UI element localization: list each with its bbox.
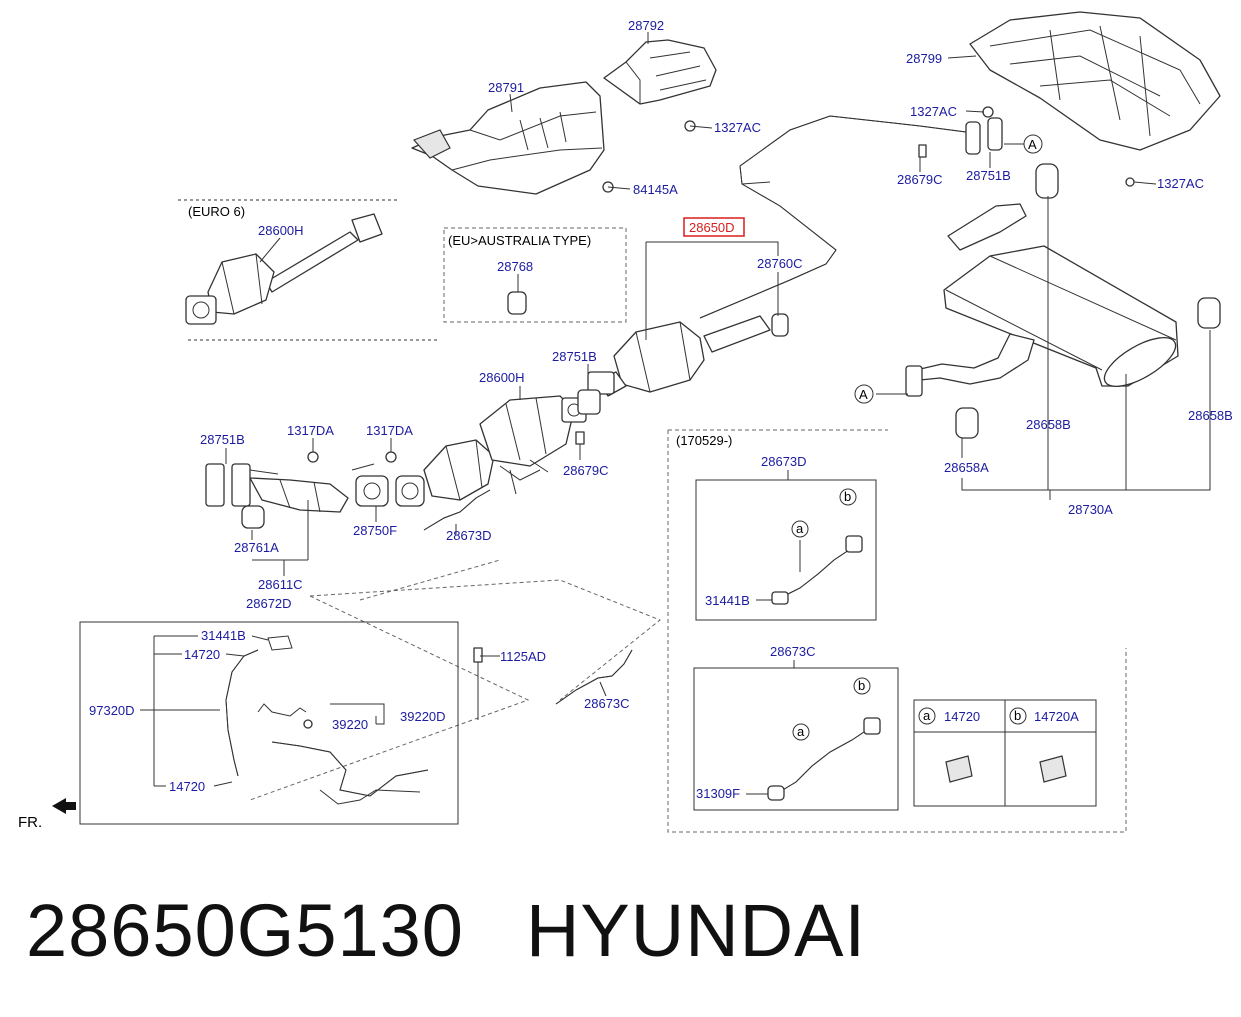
- catalytic-converter-28600h: [423, 395, 587, 501]
- box-28672d: [79, 621, 459, 825]
- label-31441b-b: 31441B: [705, 593, 750, 608]
- nut-1317da-b: [385, 451, 397, 463]
- caption-part-number: 28650G5130: [26, 889, 464, 972]
- hanger-rubber-right: [1035, 163, 1059, 199]
- part-caption: 28650G5130 HYUNDAI: [26, 888, 866, 973]
- hanger-28760c: [771, 313, 789, 337]
- hanger-28751b-top: [965, 117, 1003, 155]
- label-28600h-a: 28600H: [258, 223, 304, 238]
- label-97320d: 97320D: [89, 703, 135, 718]
- front-arrow-icon: [52, 798, 76, 814]
- label-28751b-c: 28751B: [200, 432, 245, 447]
- gasket-28750f: [355, 475, 389, 507]
- label-28673c-b: 28673C: [770, 644, 816, 659]
- circle-label-b1: b: [844, 489, 851, 504]
- hanger-28658a: [955, 407, 979, 439]
- label-28799: 28799: [906, 51, 942, 66]
- nut-1327ac-far: [1125, 177, 1135, 187]
- label-14720a: 14720A: [1034, 709, 1079, 724]
- label-28679c-b: 28679C: [563, 463, 609, 478]
- label-14720-c: 14720: [944, 709, 980, 724]
- label-28761a: 28761A: [234, 540, 279, 555]
- label-84145a: 84145A: [633, 182, 678, 197]
- label-28673d-b: 28673D: [761, 454, 807, 469]
- front-label: FR.: [18, 814, 42, 831]
- exhaust-system-diagram: 28792 28791 1327AC 84145A 28799 1327AC 2…: [18, 11, 1233, 833]
- label-39220d: 39220D: [400, 709, 446, 724]
- label-28650d: 28650D: [689, 220, 735, 235]
- highlight-28650d: [683, 217, 745, 237]
- bolt-1125ad: [473, 647, 483, 720]
- label-28791: 28791: [488, 80, 524, 95]
- label-31309f: 31309F: [696, 786, 740, 801]
- label-28600h-b: 28600H: [479, 370, 525, 385]
- label-28768: 28768: [497, 259, 533, 274]
- rear-muffler-28730a: [905, 203, 1179, 397]
- ref-circles: [791, 134, 1043, 741]
- dashed-connectors: [249, 227, 1127, 833]
- circle-label-b3: b: [1014, 708, 1021, 723]
- heat-protector-28799: [969, 11, 1221, 151]
- caption-brand: HYUNDAI: [525, 889, 867, 972]
- circle-label-a3: a: [923, 708, 931, 723]
- label-1317da-b: 1317DA: [366, 423, 413, 438]
- label-28751b-a: 28751B: [966, 168, 1011, 183]
- label-28673c-a: 28673C: [584, 696, 630, 711]
- label-28792: 28792: [628, 18, 664, 33]
- ref-label-a-top: A: [1028, 137, 1037, 152]
- label-28658a: 28658A: [944, 460, 989, 475]
- label-28658b-a: 28658B: [1026, 417, 1071, 432]
- label-28750f: 28750F: [353, 523, 397, 538]
- circle-label-a2: a: [797, 724, 805, 739]
- leader-lines: [225, 32, 1211, 697]
- bolt-28679c-mid: [575, 431, 585, 445]
- nut-1327ac-right: [982, 106, 994, 118]
- center-muffler-28650d: [587, 315, 771, 397]
- box-28673c: [693, 667, 899, 811]
- label-eu-australia: (EU>AUSTRALIA TYPE): [448, 233, 591, 248]
- part-labels: 28792 28791 1327AC 84145A 28799 1327AC 2…: [18, 18, 1233, 831]
- hose-28673c-center: [555, 649, 633, 705]
- bolt-28679c-top: [918, 144, 927, 158]
- label-31441b-a: 31441B: [201, 628, 246, 643]
- box-28673d: [695, 479, 877, 621]
- label-28679c-a: 28679C: [897, 172, 943, 187]
- ref-label-a-left: A: [859, 387, 868, 402]
- label-1327ac-b: 1327AC: [910, 104, 957, 119]
- label-28672d: 28672D: [246, 596, 292, 611]
- circle-label-b2: b: [858, 678, 865, 693]
- label-170529: (170529-): [676, 433, 732, 448]
- label-1327ac-c: 1327AC: [1157, 176, 1204, 191]
- catalytic-converter-euro6: [178, 199, 440, 341]
- label-1317da-a: 1317DA: [287, 423, 334, 438]
- hanger-28658b: [1197, 297, 1221, 329]
- label-14720-a: 14720: [184, 647, 220, 662]
- label-28611c: 28611C: [258, 577, 303, 592]
- label-euro6: (EURO 6): [188, 204, 245, 219]
- label-1327ac-a: 1327AC: [714, 120, 761, 135]
- gasket-right: [395, 475, 425, 507]
- label-28658b-b: 28658B: [1188, 408, 1233, 423]
- nut-1317da-a: [307, 451, 319, 463]
- heat-protector-28791: [411, 81, 605, 195]
- center-pipe: [699, 115, 967, 319]
- heat-protector-28792: [603, 39, 717, 105]
- gasket-28751b-mid: [577, 389, 601, 415]
- label-39220: 39220: [332, 717, 368, 732]
- front-pipe-28611c: [205, 463, 349, 529]
- hose-28673d-center: [423, 489, 491, 531]
- circle-label-a1: a: [796, 521, 804, 536]
- label-28751b-b: 28751B: [552, 349, 597, 364]
- label-28760c: 28760C: [757, 256, 803, 271]
- label-28730a: 28730A: [1068, 502, 1113, 517]
- label-14720-b: 14720: [169, 779, 205, 794]
- label-1125ad: 1125AD: [500, 649, 546, 664]
- label-28673d-a: 28673D: [446, 528, 492, 543]
- hanger-28768: [507, 291, 527, 315]
- clamp-legend: [913, 699, 1097, 807]
